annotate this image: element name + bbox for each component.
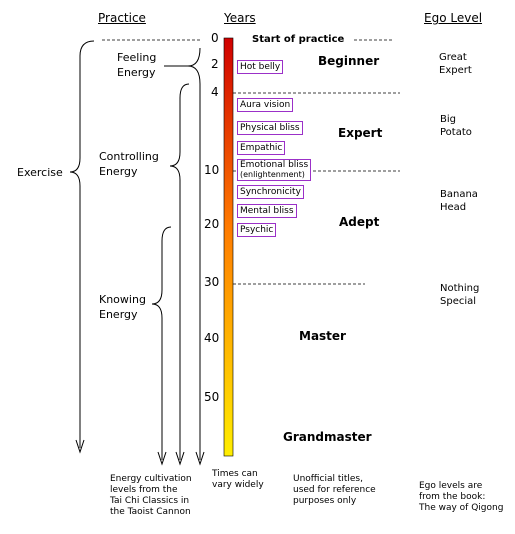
- year-tick-10: 10: [204, 163, 220, 177]
- knowing-energy-label: Knowing Energy: [99, 293, 146, 321]
- ego-level-header: Ego Level: [424, 11, 483, 25]
- title-adept: Adept: [339, 215, 380, 229]
- note-times-vary: Times can vary widely: [212, 469, 264, 490]
- ego-great-expert: Great Expert: [439, 52, 472, 76]
- milestone-emotional-bliss: Emotional bliss (enlightenment): [237, 159, 312, 181]
- title-expert: Expert: [338, 126, 383, 140]
- title-master: Master: [299, 329, 346, 343]
- milestone-synchronicity: Synchronicity: [237, 185, 304, 199]
- milestone-empathic: Empathic: [237, 141, 286, 155]
- year-tick-0: 0: [211, 31, 219, 45]
- year-tick-20: 20: [204, 217, 220, 231]
- year-tick-4: 4: [211, 85, 219, 99]
- milestone-mental-bliss: Mental bliss: [237, 204, 297, 218]
- note-energy-cultivation: Energy cultivation levels from the Tai C…: [110, 474, 192, 517]
- title-grandmaster: Grandmaster: [283, 430, 372, 444]
- exercise-label: Exercise: [17, 166, 63, 179]
- knowing-arrowhead: [157, 451, 167, 466]
- practice-header: Practice: [98, 11, 146, 25]
- year-tick-50: 50: [204, 390, 220, 404]
- milestone-psychic: Psychic: [237, 223, 277, 237]
- feeling-arrowhead: [195, 451, 205, 466]
- title-beginner: Beginner: [318, 54, 380, 68]
- milestone-hot-belly: Hot belly: [237, 60, 284, 74]
- year-tick-40: 40: [204, 331, 220, 345]
- note-unofficial-titles: Unofficial titles, used for reference pu…: [293, 474, 376, 506]
- exercise-arrowhead: [75, 439, 85, 454]
- controlling-arrowhead: [175, 451, 185, 466]
- start-of-practice-label: Start of practice: [252, 34, 345, 45]
- ego-nothing-special: Nothing Special: [440, 283, 480, 307]
- controlling-brace: [169, 83, 190, 460]
- ego-banana-head: Banana Head: [440, 189, 478, 213]
- exercise-brace: [69, 40, 95, 448]
- year-tick-30: 30: [204, 275, 220, 289]
- years-header: Years: [224, 11, 256, 25]
- years-bar: [223, 37, 234, 457]
- ego-big-potato: Big Potato: [440, 114, 472, 138]
- milestone-aura-vision: Aura vision: [237, 98, 294, 112]
- controlling-energy-label: Controlling Energy: [99, 150, 159, 178]
- note-ego-source: Ego levels are from the book: The way of…: [419, 481, 504, 513]
- feeling-brace: [187, 47, 201, 460]
- milestone-physical-bliss: Physical bliss: [237, 121, 303, 135]
- feeling-energy-label: Feeling Energy: [117, 51, 157, 79]
- year-tick-2: 2: [211, 57, 219, 71]
- knowing-brace: [151, 226, 172, 460]
